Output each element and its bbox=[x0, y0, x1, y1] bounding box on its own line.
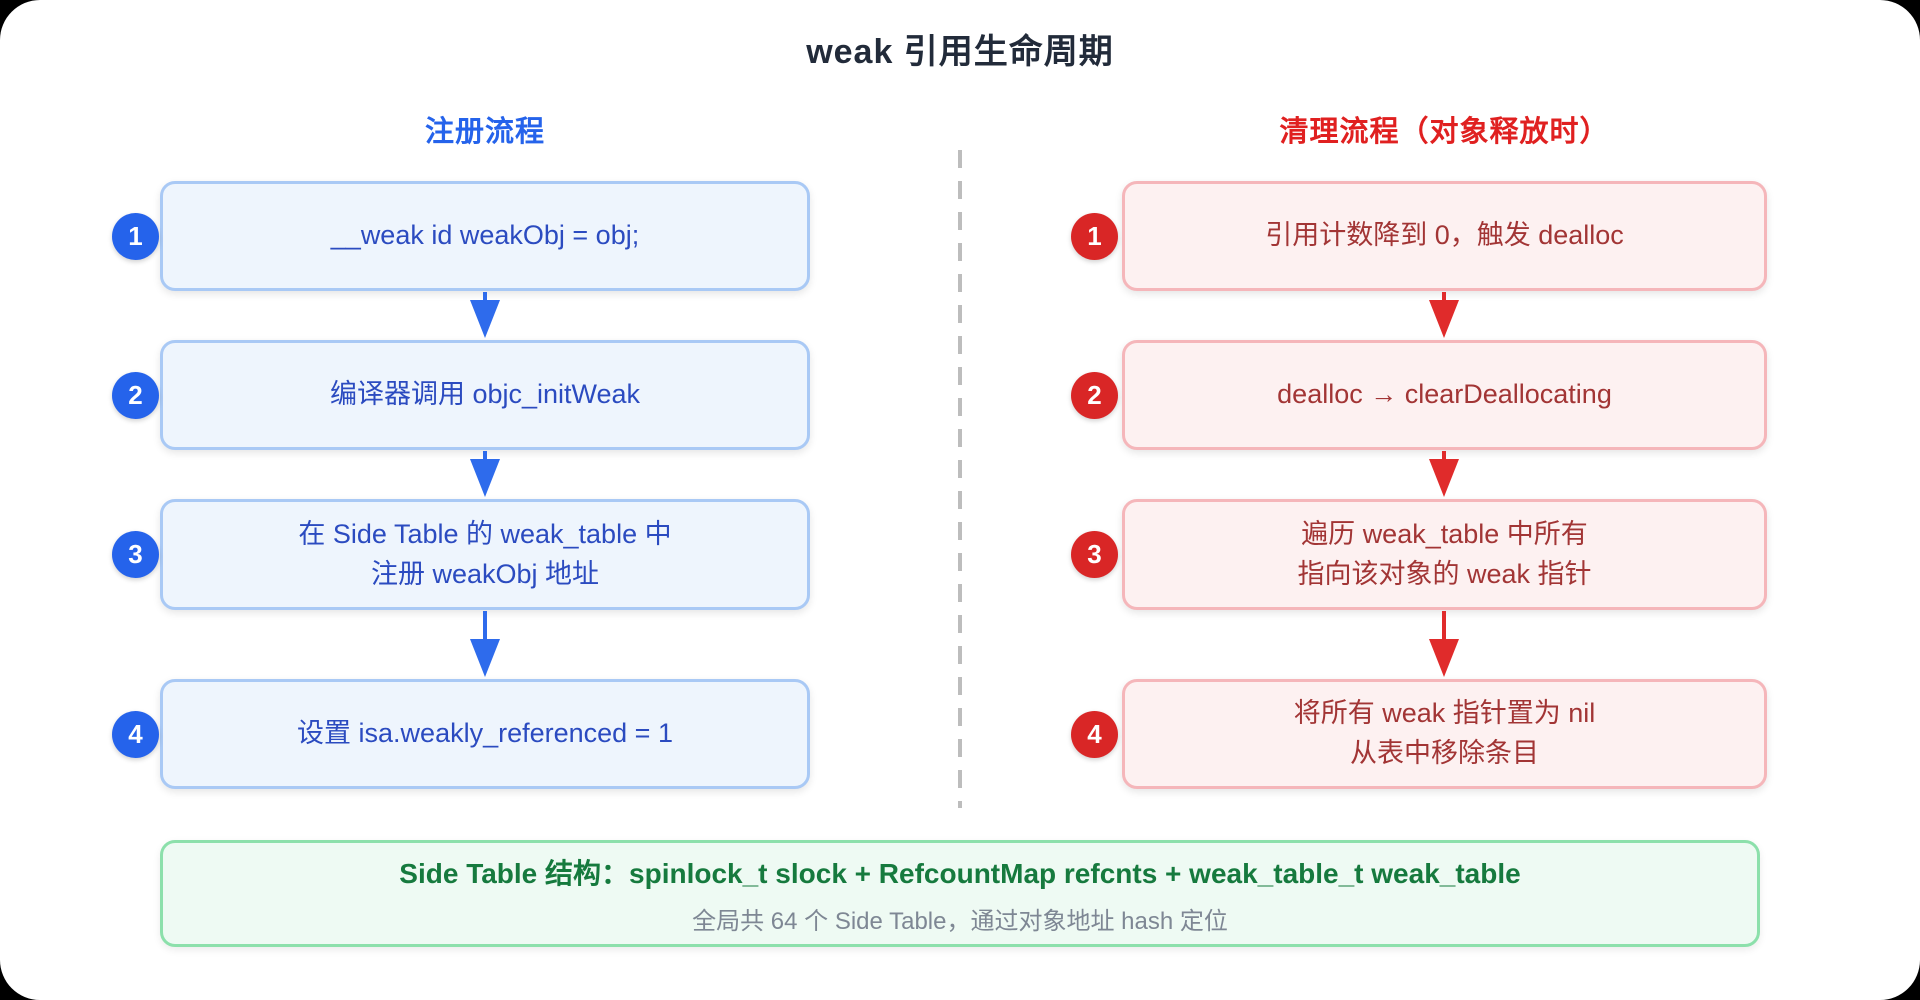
arrow-head bbox=[1429, 300, 1459, 338]
register-step-1-box: __weak id weakObj = obj; bbox=[160, 181, 810, 291]
register-flow-header: 注册流程 bbox=[424, 116, 545, 148]
cleanup-arrow-2-icon bbox=[1428, 451, 1460, 497]
register-step-4-text: 设置 isa.weakly_referenced = 1 bbox=[297, 718, 673, 749]
side-table-note-text: 全局共 64 个 Side Table，通过对象地址 hash 定位 bbox=[692, 907, 1228, 935]
page-title: weak 引用生命周期 bbox=[806, 33, 1114, 71]
register-step-3-text: 在 Side Table 的 weak_table 中 注册 weakObj 地… bbox=[298, 518, 672, 589]
cleanup-step-1-text: 引用计数降到 0，触发 dealloc bbox=[1265, 220, 1624, 251]
arrow-stem bbox=[1442, 451, 1446, 459]
register-arrow-3-icon bbox=[469, 611, 501, 677]
cleanup-flow-header: 清理流程（对象释放时） bbox=[1279, 116, 1610, 148]
register-step-4-badge: 4 bbox=[112, 711, 159, 758]
arrow-head bbox=[470, 459, 500, 497]
cleanup-step-3-text: 遍历 weak_table 中所有 指向该对象的 weak 指针 bbox=[1297, 518, 1592, 589]
arrow-stem bbox=[483, 611, 487, 639]
register-step-1-text: __weak id weakObj = obj; bbox=[330, 220, 640, 251]
cleanup-step-2-text: dealloc → clearDeallocating bbox=[1277, 379, 1612, 410]
arrow-stem bbox=[1442, 611, 1446, 639]
cleanup-arrow-3-icon bbox=[1428, 611, 1460, 677]
register-step-1-badge: 1 bbox=[112, 213, 159, 260]
register-arrow-1-icon bbox=[469, 292, 501, 338]
arrow-head bbox=[470, 300, 500, 338]
cleanup-step-1-badge: 1 bbox=[1071, 213, 1118, 260]
register-step-2-box: 编译器调用 objc_initWeak bbox=[160, 340, 810, 450]
arrow-head bbox=[1429, 639, 1459, 677]
cleanup-step-4-box: 将所有 weak 指针置为 nil 从表中移除条目 bbox=[1122, 679, 1767, 789]
side-table-info-box: Side Table 结构：spinlock_t slock + Refcoun… bbox=[160, 840, 1760, 947]
arrow-stem bbox=[483, 451, 487, 459]
cleanup-step-4-badge: 4 bbox=[1071, 711, 1118, 758]
cleanup-arrow-1-icon bbox=[1428, 292, 1460, 338]
register-step-4-box: 设置 isa.weakly_referenced = 1 bbox=[160, 679, 810, 789]
register-step-3-box: 在 Side Table 的 weak_table 中 注册 weakObj 地… bbox=[160, 499, 810, 610]
arrow-stem bbox=[1442, 292, 1446, 300]
cleanup-step-4-text: 将所有 weak 指针置为 nil 从表中移除条目 bbox=[1293, 698, 1596, 768]
cleanup-step-2-box: dealloc → clearDeallocating bbox=[1122, 340, 1767, 450]
cleanup-step-2-badge: 2 bbox=[1071, 372, 1118, 419]
arrow-head bbox=[470, 639, 500, 677]
register-arrow-2-icon bbox=[469, 451, 501, 497]
arrow-stem bbox=[483, 292, 487, 300]
register-step-2-text: 编译器调用 objc_initWeak bbox=[329, 379, 641, 410]
column-divider-dashed-line bbox=[958, 150, 962, 808]
cleanup-step-3-box: 遍历 weak_table 中所有 指向该对象的 weak 指针 bbox=[1122, 499, 1767, 610]
side-table-structure-text: Side Table 结构：spinlock_t slock + Refcoun… bbox=[399, 857, 1521, 889]
cleanup-step-3-badge: 3 bbox=[1071, 531, 1118, 578]
register-step-3-badge: 3 bbox=[112, 531, 159, 578]
arrow-head bbox=[1429, 459, 1459, 497]
cleanup-step-1-box: 引用计数降到 0，触发 dealloc bbox=[1122, 181, 1767, 291]
register-step-2-badge: 2 bbox=[112, 372, 159, 419]
